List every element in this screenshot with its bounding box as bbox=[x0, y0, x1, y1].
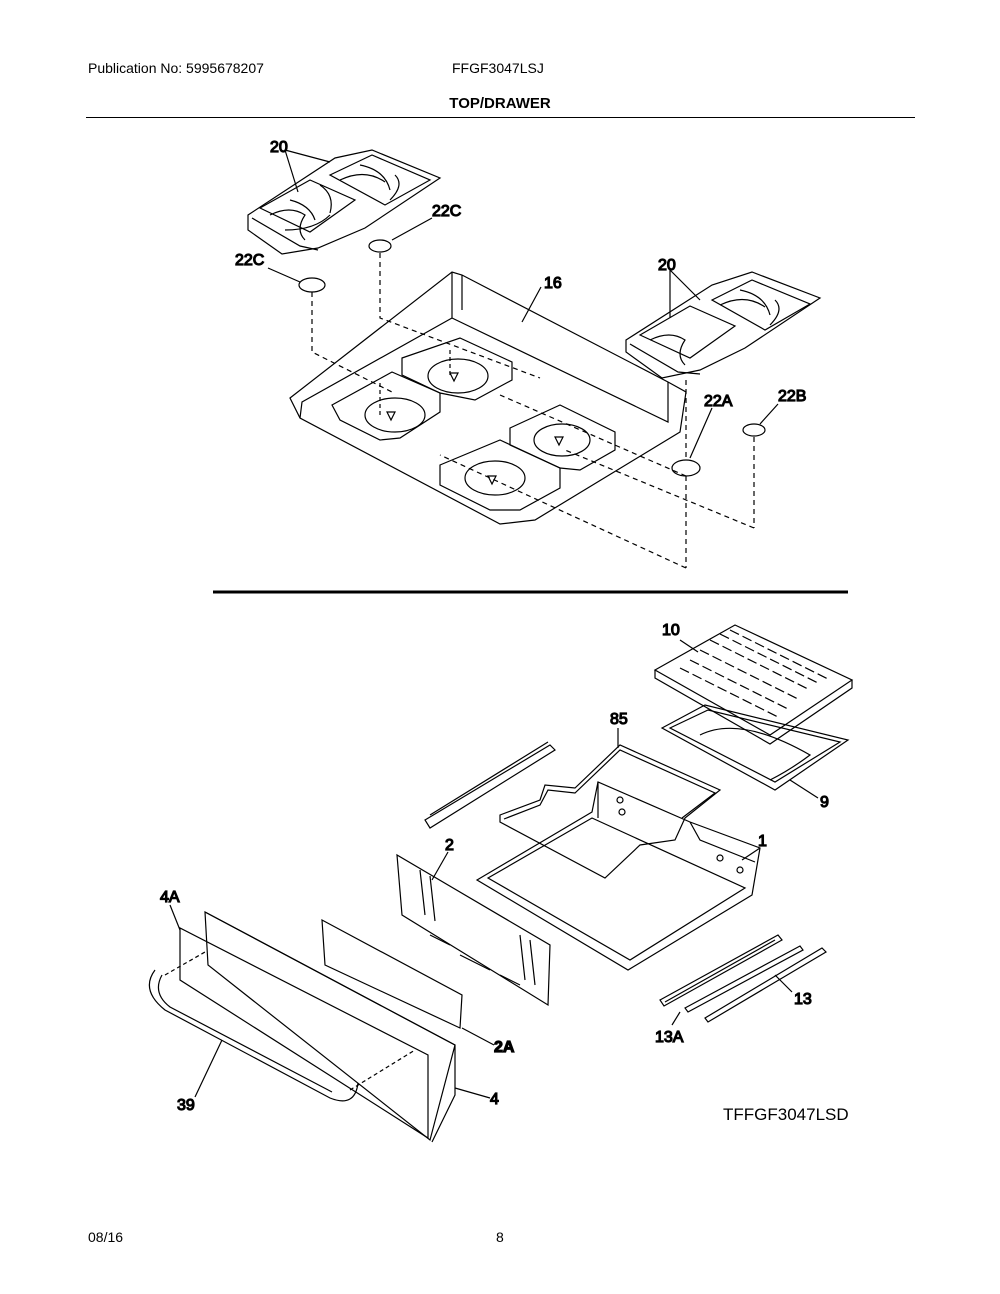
callout-drawer-front-4a: 4A bbox=[160, 889, 180, 906]
footer-date: 08/16 bbox=[88, 1229, 124, 1245]
cap-22b bbox=[742, 423, 766, 437]
callout-slide-13: 13 bbox=[794, 991, 812, 1008]
callout-drawer-panel-2a: 2A bbox=[494, 1039, 515, 1056]
slide-13a bbox=[659, 934, 783, 1007]
callout-cap-22a: 22A bbox=[704, 393, 733, 410]
drawer-body bbox=[475, 781, 761, 971]
cooktop bbox=[289, 271, 687, 525]
callout-grates-right: 20 bbox=[658, 257, 676, 274]
section-title: TOP/DRAWER bbox=[449, 95, 551, 112]
callout-cooktop: 16 bbox=[544, 275, 562, 292]
slide-13 bbox=[704, 947, 827, 1023]
header-rule bbox=[86, 117, 915, 118]
cap-22c-right bbox=[368, 239, 392, 253]
callout-drawer-body: 1 bbox=[758, 833, 767, 850]
callout-broiler-pan: 9 bbox=[820, 794, 829, 811]
cap-22c-left bbox=[298, 277, 326, 293]
drawer-front-4a bbox=[179, 927, 429, 1140]
slide-13a-inner bbox=[684, 945, 804, 1013]
footer-page-number: 8 bbox=[496, 1229, 504, 1245]
figure-id: TFFGF3047LSD bbox=[723, 1105, 849, 1124]
callout-drawer-front: 4 bbox=[490, 1091, 499, 1108]
drawer-front bbox=[204, 910, 456, 1143]
cap-22a bbox=[671, 459, 701, 477]
grate-pair-left bbox=[247, 149, 442, 255]
callout-drawer-back-panel: 2 bbox=[445, 837, 454, 854]
side-rail-top bbox=[424, 741, 556, 829]
drawer-back-panel bbox=[396, 853, 551, 1007]
publication-number: Publication No: 5995678207 bbox=[88, 60, 264, 76]
oven-rack bbox=[499, 744, 722, 879]
callout-cap-22c-right: 22C bbox=[432, 203, 461, 220]
callout-cap-22c-left: 22C bbox=[235, 252, 264, 269]
grate-pair-right bbox=[625, 271, 822, 379]
callout-cap-22b: 22B bbox=[778, 388, 806, 405]
broiler-pan bbox=[660, 704, 850, 791]
callout-slide-13a: 13A bbox=[655, 1029, 684, 1046]
model-number: FFGF3047LSJ bbox=[452, 60, 544, 76]
broiler-grid bbox=[653, 624, 854, 745]
handle bbox=[148, 969, 359, 1102]
callout-broiler-grid: 10 bbox=[662, 622, 680, 639]
callout-rack: 85 bbox=[610, 711, 628, 728]
drawer-panel-2a bbox=[321, 918, 463, 1029]
callout-grates-left: 20 bbox=[270, 139, 288, 156]
callout-handle: 39 bbox=[177, 1097, 195, 1114]
